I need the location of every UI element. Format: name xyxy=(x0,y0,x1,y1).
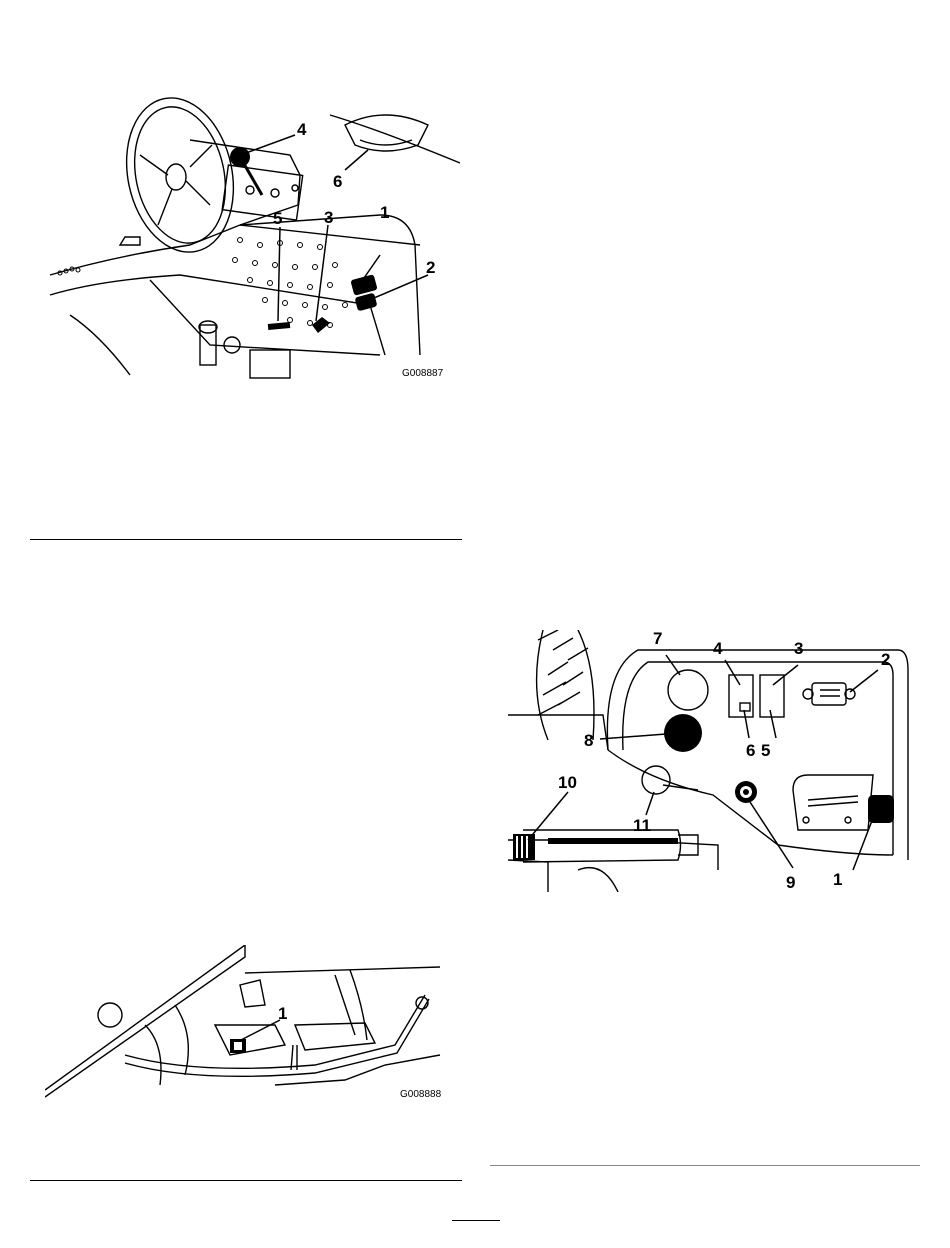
control-panel-illustration: 1 2 3 4 5 6 7 8 9 10 11 xyxy=(508,630,918,892)
underside-illustration: 1 G008888 xyxy=(45,945,445,1105)
callout-6: 6 xyxy=(746,741,755,760)
callout-1: 1 xyxy=(380,203,389,222)
callout-5: 5 xyxy=(761,741,770,760)
figure-steering-controls: 1 2 3 4 5 6 G008887 xyxy=(40,95,460,385)
steering-illustration: 1 2 3 4 5 6 G008887 xyxy=(40,95,460,385)
callout-2: 2 xyxy=(426,258,435,277)
callout-3: 3 xyxy=(324,208,333,227)
figure-code: G008888 xyxy=(400,1089,442,1100)
callout-4: 4 xyxy=(297,120,307,139)
figure-control-panel: 1 2 3 4 5 6 7 8 9 10 11 xyxy=(508,630,918,892)
section-divider xyxy=(490,1165,920,1166)
callout-8: 8 xyxy=(584,731,593,750)
callout-10: 10 xyxy=(558,773,577,792)
callout-2: 2 xyxy=(881,650,890,669)
callout-4: 4 xyxy=(713,639,723,658)
page-footer-rule xyxy=(452,1220,500,1221)
callout-9: 9 xyxy=(786,873,795,892)
callout-1: 1 xyxy=(278,1004,287,1023)
callout-11: 11 xyxy=(633,816,651,835)
callout-1: 1 xyxy=(833,870,842,889)
figure-underside-valve: 1 G008888 xyxy=(45,945,445,1105)
callout-5: 5 xyxy=(273,209,282,228)
figure-code: G008887 xyxy=(402,368,444,379)
callout-6: 6 xyxy=(333,172,342,191)
section-divider xyxy=(30,539,462,540)
callout-7: 7 xyxy=(653,630,662,648)
callout-3: 3 xyxy=(794,639,803,658)
section-divider xyxy=(30,1180,462,1181)
